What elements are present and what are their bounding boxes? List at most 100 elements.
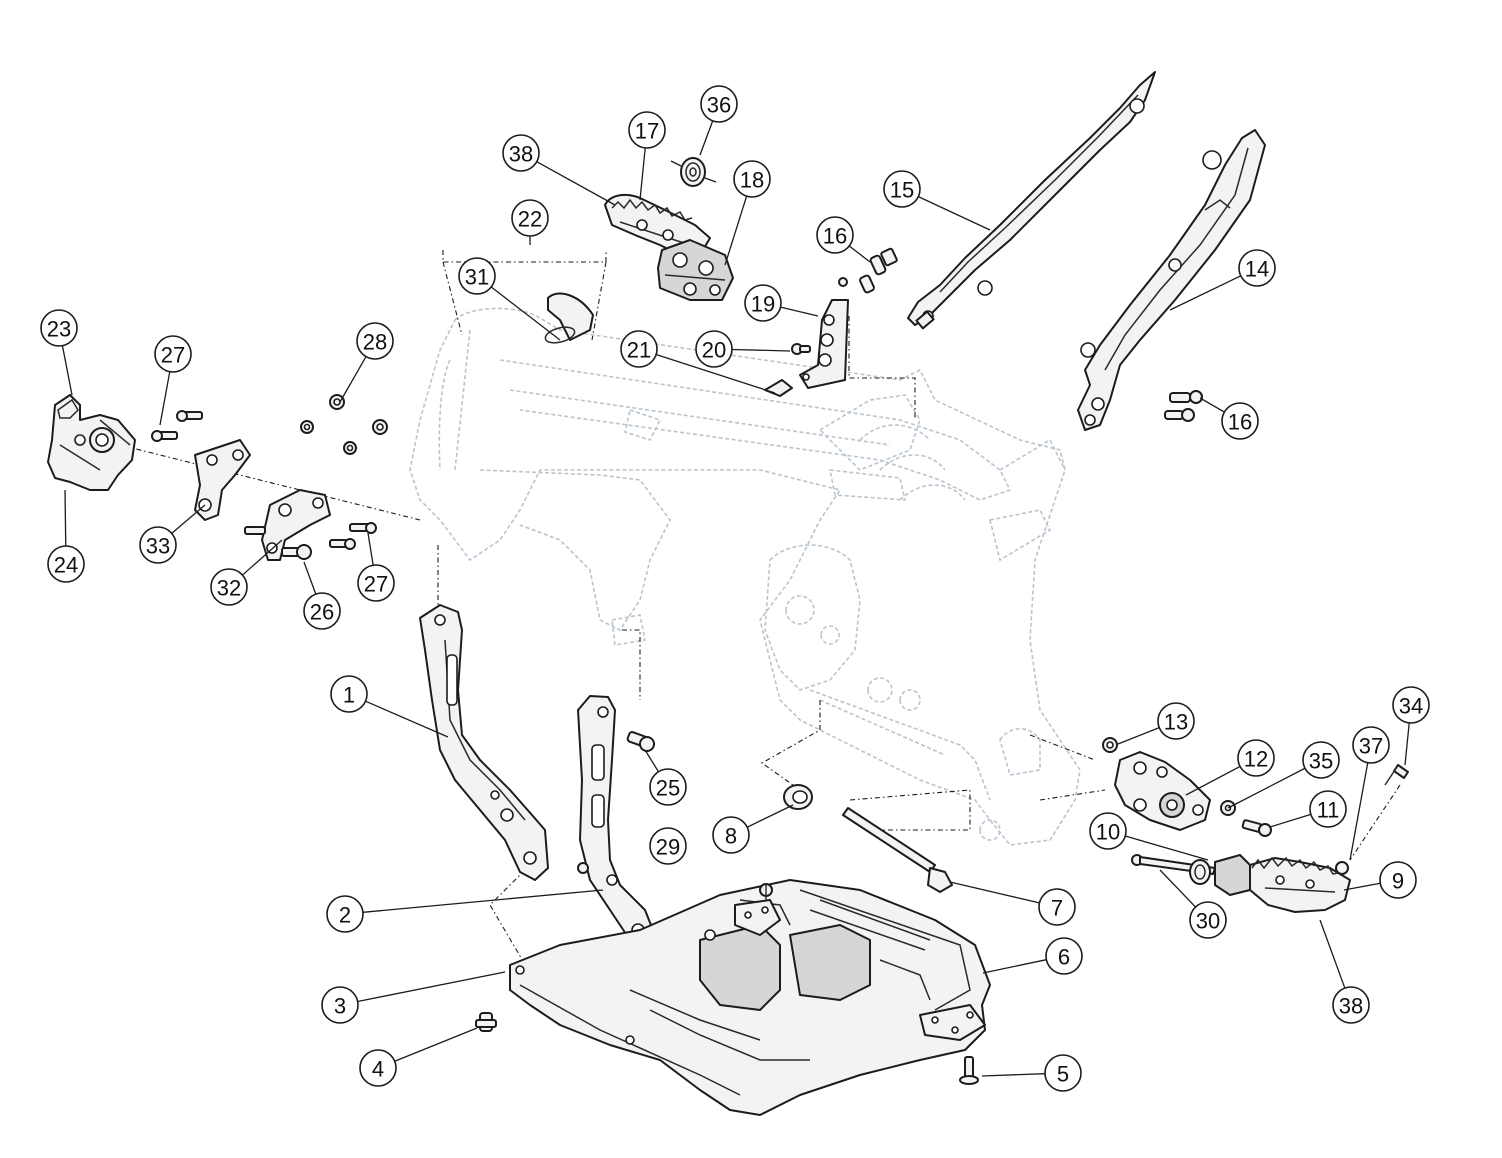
leader-line-c38b (1319, 919, 1346, 989)
part-12-bracket-right (1114, 751, 1211, 831)
callout-label: 16 (1228, 410, 1252, 435)
part-4-bolt (475, 1012, 497, 1032)
callout-c23: 23 (40, 309, 78, 347)
callout-circle (1045, 937, 1083, 975)
callout-label: 33 (146, 534, 170, 559)
callout-circle (628, 111, 666, 149)
callout-c25: 25 (649, 768, 687, 806)
part-33-plate (194, 439, 251, 521)
callout-c32: 32 (210, 568, 248, 606)
callout-c9: 9 (1379, 861, 1417, 899)
callout-c18: 18 (733, 160, 771, 198)
leader-line-c14 (1169, 275, 1242, 311)
callout-c31: 31 (458, 257, 496, 295)
callout-circle (1221, 402, 1259, 440)
leader-line-c24 (64, 489, 67, 547)
callout-circle (1332, 986, 1370, 1024)
leader-line-c16a (848, 245, 871, 263)
callout-circle (1379, 861, 1417, 899)
leader-line-c20 (731, 348, 791, 352)
callout-c38a: 38 (502, 134, 540, 172)
part-15-upper-rail (907, 71, 1156, 330)
part-8-bushing (783, 784, 813, 810)
callout-circle (712, 816, 750, 854)
callout-label: 5 (1057, 1062, 1069, 1087)
callout-label: 6 (1058, 945, 1070, 970)
callout-c38b: 38 (1332, 986, 1370, 1024)
callout-circle (357, 564, 395, 602)
part-21-clip (764, 379, 793, 397)
callout-c37: 37 (1352, 726, 1390, 764)
callout-label: 28 (363, 330, 387, 355)
callout-label: 19 (751, 292, 775, 317)
callout-label: 35 (1309, 749, 1333, 774)
callout-label: 8 (725, 824, 737, 849)
callout-c5: 5 (1044, 1054, 1082, 1092)
part-27-bolts (151, 410, 377, 550)
callout-label: 37 (1359, 734, 1383, 759)
callout-c24: 24 (47, 545, 85, 583)
callout-c7: 7 (1038, 888, 1076, 926)
callout-label: 25 (656, 776, 680, 801)
callout-circle (744, 284, 782, 322)
callout-circle (502, 134, 540, 172)
part-13-nut (1102, 737, 1118, 753)
callout-c16a: 16 (816, 216, 854, 254)
leader-line-c3 (357, 971, 506, 1003)
callout-c8: 8 (712, 816, 750, 854)
callout-c3: 3 (321, 986, 359, 1024)
callout-circle (649, 768, 687, 806)
leader-line-c26 (303, 561, 317, 595)
callout-circle (303, 592, 341, 630)
callout-circle (321, 986, 359, 1024)
callout-label: 14 (1245, 257, 1269, 282)
leader-line-c1 (365, 700, 449, 738)
part-24-mount (74, 427, 115, 453)
leader-line-c7 (949, 881, 1040, 904)
callout-circle (620, 330, 658, 368)
callout-circle (733, 160, 771, 198)
leader-line-c35 (1227, 767, 1306, 809)
callout-circle (326, 895, 364, 933)
callout-label: 31 (465, 265, 489, 290)
leader-line-c36 (699, 120, 714, 156)
leader-line-c17 (639, 147, 646, 201)
callout-circle (649, 827, 687, 865)
callout-circle (210, 568, 248, 606)
leader-line-c13 (1117, 727, 1160, 745)
callout-circle (359, 1049, 397, 1087)
callout-circle (1237, 739, 1275, 777)
callout-circle (1352, 726, 1390, 764)
callout-c21: 21 (620, 330, 658, 368)
callout-c28: 28 (356, 322, 394, 360)
callout-circle (1157, 702, 1195, 740)
part-10-spring (1189, 859, 1211, 885)
frame-ghost (409, 307, 1081, 846)
leader-line-c16b (1199, 397, 1225, 413)
leader-line-c30 (1159, 869, 1197, 908)
callout-circle (154, 335, 192, 373)
leader-line-c27b (367, 532, 374, 566)
leader-line-c25 (644, 749, 660, 773)
callout-label: 21 (627, 338, 651, 363)
callout-circle (139, 526, 177, 564)
callout-label: 1 (343, 683, 355, 708)
callout-label: 2 (339, 903, 351, 928)
callout-c12: 12 (1237, 739, 1275, 777)
callout-circle (1309, 790, 1347, 828)
callout-label: 7 (1051, 896, 1063, 921)
part-1-downtube-left (419, 604, 549, 881)
callout-c2: 2 (326, 895, 364, 933)
part-16-bolts (838, 247, 1203, 422)
callout-label: 13 (1164, 710, 1188, 735)
leader-lines (61, 120, 1410, 1077)
callout-c20: 20 (695, 330, 733, 368)
callout-c35: 35 (1302, 741, 1340, 779)
callout-circle (40, 309, 78, 347)
leader-line-c37 (1349, 762, 1369, 861)
callout-c4: 4 (359, 1049, 397, 1087)
callout-c14: 14 (1238, 249, 1276, 287)
leader-line-c23 (61, 345, 73, 396)
callout-c33: 33 (139, 526, 177, 564)
part-11-bolt (1241, 819, 1272, 837)
